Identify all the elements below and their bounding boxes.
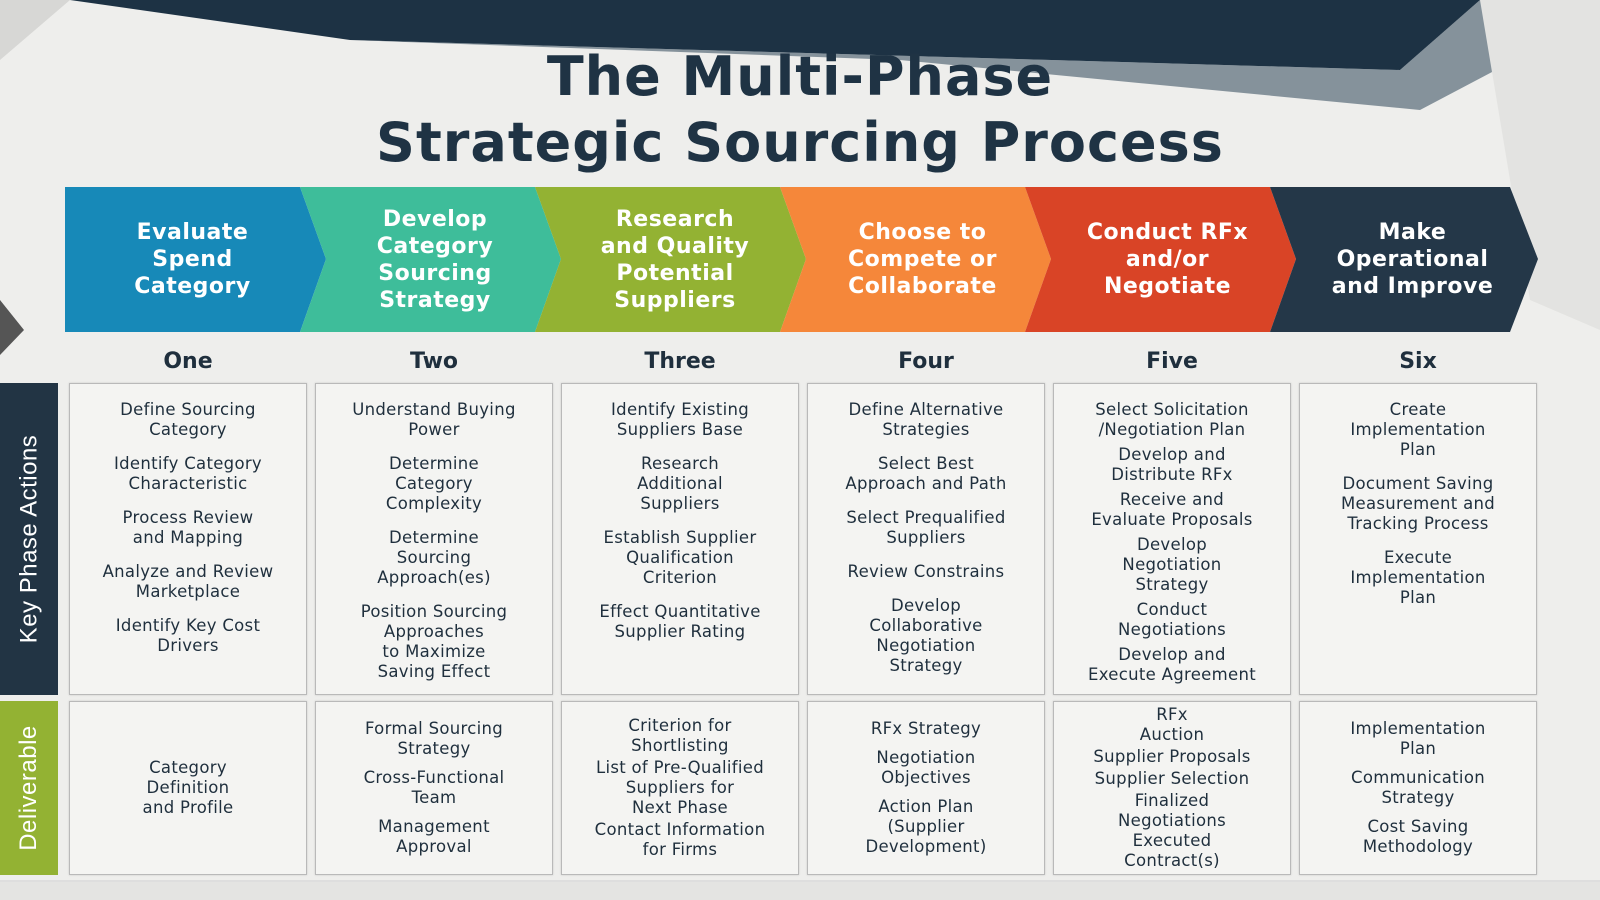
deliverable-item: Implementation Plan: [1350, 719, 1486, 758]
action-item: Determine Sourcing Approach(es): [377, 528, 491, 587]
phase-5-name: Conduct RFx and/or Negotiate: [1086, 220, 1249, 299]
action-item: Identify Category Characteristic: [113, 454, 262, 493]
action-item: Define Sourcing Category: [120, 400, 256, 439]
deliverable-item: Supplier Proposals: [1093, 747, 1251, 766]
deliverable-item: Management Approval: [378, 817, 490, 856]
action-item: Develop Collaborative Negotiation Strate…: [869, 596, 983, 675]
deliverable-item: Cost Saving Methodology: [1362, 817, 1474, 856]
action-item: Select Best Approach and Path: [845, 454, 1007, 493]
action-item: Select Solicitation /Negotiation Plan: [1095, 400, 1249, 439]
deliverable-item: Communication Strategy: [1351, 768, 1485, 807]
phase-6-number: Six: [1399, 349, 1437, 374]
action-item: Develop and Execute Agreement: [1088, 645, 1256, 684]
action-item: Develop Negotiation Strategy: [1122, 535, 1222, 594]
deliverable-item: Finalized Negotiations Executed Contract…: [1117, 791, 1227, 870]
title-line-1: The Multi-Phase: [546, 45, 1054, 108]
action-item: Review Constrains: [847, 562, 1005, 581]
action-item: Analyze and Review Marketplace: [102, 562, 274, 601]
action-item: Process Review and Mapping: [122, 508, 254, 547]
deliverable-item: Cross-Functional Team: [363, 768, 505, 807]
key-phase-actions-label: Key Phase Actions: [0, 383, 58, 695]
action-item: Create Implementation Plan: [1350, 400, 1486, 459]
action-item: Define Alternative Strategies: [848, 400, 1004, 439]
deliverable-item: Negotiation Objectives: [876, 748, 976, 787]
phase-1-name: Evaluate Spend Category: [134, 220, 251, 299]
deliverable-label: Deliverable: [0, 701, 58, 875]
deliverable-item: RFx Strategy: [870, 719, 982, 738]
phase-5-number: Five: [1146, 349, 1198, 374]
page-title: The Multi-Phase Strategic Sourcing Proce…: [0, 44, 1600, 176]
deliverable-item: Criterion for Shortlisting: [628, 716, 732, 755]
action-item: Receive and Evaluate Proposals: [1091, 490, 1253, 529]
deliverable-item: Action Plan (Supplier Development): [865, 797, 987, 856]
action-item: Determine Category Complexity: [385, 454, 483, 513]
phase-3-number: Three: [644, 349, 716, 374]
action-item: Identify Key Cost Drivers: [115, 616, 261, 655]
deliverable-item: Category Definition and Profile: [142, 758, 234, 817]
phase-6-name: Make Operational and Improve: [1331, 220, 1494, 299]
deliverable-item: Formal Sourcing Strategy: [364, 719, 504, 758]
deliverable-item: RFx Auction: [1139, 705, 1205, 744]
action-item: Execute Implementation Plan: [1350, 548, 1486, 607]
phase-2-name: Develop Category Sourcing Strategy: [376, 206, 494, 313]
phase-2-number: Two: [409, 349, 459, 374]
action-item: Understand Buying Power: [352, 400, 516, 439]
deliverable-item: List of Pre-Qualified Suppliers for Next…: [595, 758, 765, 817]
action-item: Research Additional Suppliers: [637, 454, 723, 513]
phase-3-name: Research and Quality Potential Suppliers: [600, 206, 750, 313]
title-line-2: Strategic Sourcing Process: [376, 111, 1224, 174]
bottom-band: [0, 882, 1600, 900]
action-item: Develop and Distribute RFx: [1111, 445, 1233, 484]
action-item: Effect Quantitative Supplier Rating: [599, 602, 761, 641]
action-item: Establish Supplier Qualification Criteri…: [603, 528, 757, 587]
phase-4-name: Choose to Compete or Collaborate: [848, 220, 997, 299]
action-item: Position Sourcing Approaches to Maximize…: [360, 602, 508, 681]
phase-4-number: Four: [898, 349, 954, 374]
action-item: Document Saving Measurement and Tracking…: [1340, 474, 1496, 533]
action-item: Select Prequalified Suppliers: [846, 508, 1006, 547]
action-item: Conduct Negotiations: [1117, 600, 1227, 639]
phase-1-number: One: [163, 349, 213, 374]
deliverable-item: Contact Information for Firms: [594, 820, 766, 859]
action-item: Identify Existing Suppliers Base: [611, 400, 749, 439]
deliverable-item: Supplier Selection: [1094, 769, 1250, 788]
deliverable-cell-phase-1: Category Definition and Profile: [69, 701, 307, 875]
